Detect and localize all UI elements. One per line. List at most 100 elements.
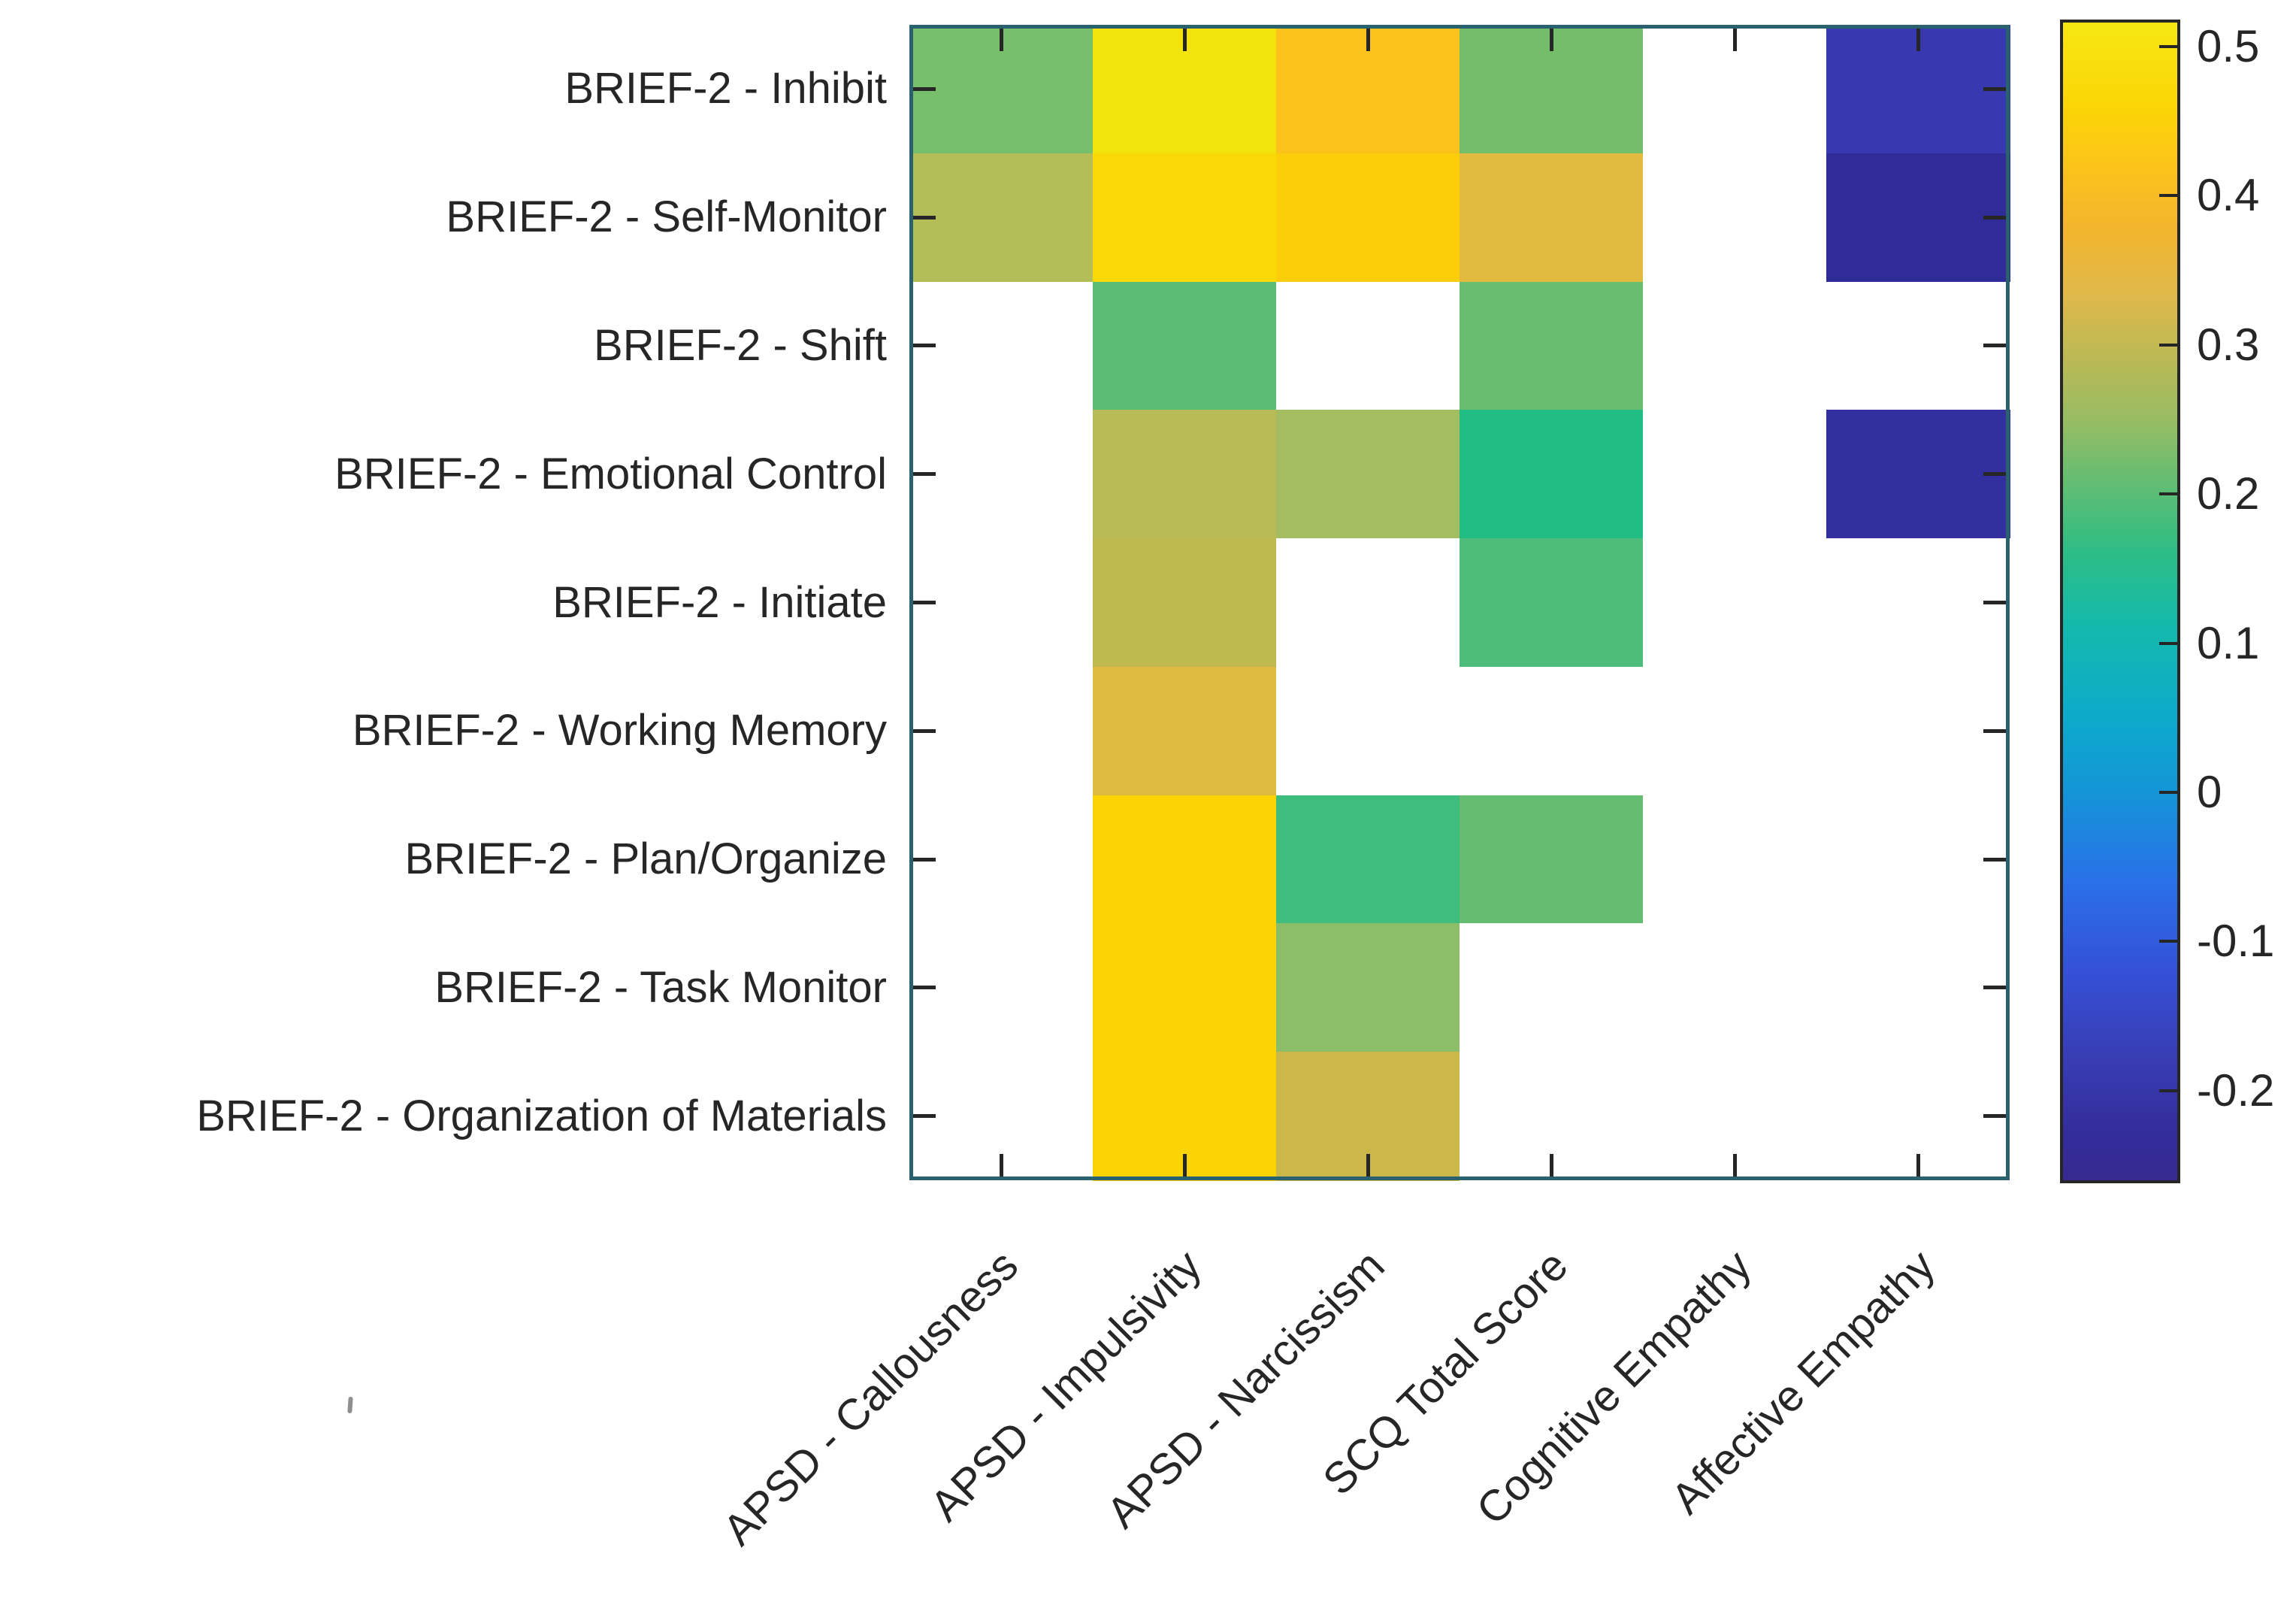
y-axis-label: BRIEF-2 - Inhibit <box>564 64 887 114</box>
heatmap-cell <box>1826 538 2010 668</box>
heatmap-cell <box>909 153 1094 283</box>
y-axis-label: BRIEF-2 - Self-Monitor <box>446 192 887 242</box>
x-tick-top <box>1549 29 1553 51</box>
colorbar-tick-label: 0.5 <box>2197 20 2260 71</box>
y-axis-label: BRIEF-2 - Organization of Materials <box>196 1091 887 1140</box>
heatmap-cell <box>1093 153 1277 283</box>
heatmap-cell <box>1093 281 1277 411</box>
heatmap-cell <box>1826 153 2010 283</box>
y-tick-left <box>913 857 936 862</box>
heatmap-cell <box>1276 923 1460 1053</box>
heatmap-cell <box>1093 538 1277 668</box>
colorbar-gradient <box>2063 23 2177 1180</box>
heatmap-cell <box>1643 281 1827 411</box>
colorbar-tick <box>2159 940 2177 943</box>
heatmap-cell <box>1826 281 2010 411</box>
heatmap-cell <box>1643 923 1827 1053</box>
y-tick-right <box>1983 215 2006 220</box>
y-tick-right <box>1983 857 2006 862</box>
colorbar-tick-label: 0 <box>2197 767 2222 818</box>
heatmap-cell <box>1826 923 2010 1053</box>
heatmap-cell <box>1460 538 1644 668</box>
heatmap-cell <box>1276 410 1460 540</box>
heatmap-cell <box>1826 410 2010 540</box>
colorbar-tick <box>2159 492 2177 496</box>
x-tick-top <box>1366 29 1370 51</box>
y-axis-label: BRIEF-2 - Emotional Control <box>334 449 887 498</box>
colorbar-tick <box>2159 641 2177 645</box>
heatmap-cell <box>909 538 1094 668</box>
x-tick-top <box>1182 29 1187 51</box>
heatmap-cell <box>1826 795 2010 925</box>
x-tick-bottom <box>999 1154 1003 1176</box>
heatmap-cell <box>1460 410 1644 540</box>
heatmap-cell <box>1276 153 1460 283</box>
colorbar-tick-label: 0.2 <box>2197 468 2260 519</box>
colorbar-tick <box>2159 44 2177 48</box>
heatmap-cell <box>1643 795 1827 925</box>
heatmap-cell <box>1093 795 1277 925</box>
x-tick-bottom <box>1366 1154 1370 1176</box>
y-tick-right <box>1983 86 2006 91</box>
heatmap-cell <box>1460 153 1644 283</box>
x-tick-bottom <box>1916 1154 1920 1176</box>
y-axis-label: BRIEF-2 - Shift <box>594 320 887 370</box>
heatmap-cell <box>1276 666 1460 796</box>
x-tick-top <box>999 29 1003 51</box>
y-tick-left <box>913 344 936 348</box>
y-tick-right <box>1983 1114 2006 1119</box>
x-tick-bottom <box>1182 1154 1187 1176</box>
y-tick-right <box>1983 986 2006 990</box>
y-tick-left <box>913 86 936 91</box>
colorbar-tick <box>2159 791 2177 795</box>
heatmap-cell <box>909 795 1094 925</box>
y-tick-left <box>913 215 936 220</box>
heatmap-cell <box>909 923 1094 1053</box>
colorbar-tick-label: 0.1 <box>2197 617 2260 668</box>
heatmap-cell <box>1460 666 1644 796</box>
stray-mark <box>347 1396 353 1414</box>
colorbar-tick <box>2159 194 2177 198</box>
heatmap-cell <box>1643 538 1827 668</box>
colorbar-tick-label: 0.3 <box>2197 319 2260 370</box>
x-tick-top <box>1916 29 1920 51</box>
heatmap-cell <box>1460 795 1644 925</box>
y-tick-right <box>1983 728 2006 733</box>
heatmap-cell <box>1643 666 1827 796</box>
y-tick-right <box>1983 344 2006 348</box>
colorbar-tick-label: 0.4 <box>2197 170 2260 221</box>
heatmap-cell <box>1826 666 2010 796</box>
y-tick-left <box>913 1114 936 1119</box>
heatmap-cell <box>1276 795 1460 925</box>
heatmap-cell <box>909 410 1094 540</box>
x-tick-bottom <box>1549 1154 1553 1176</box>
heatmap-cell <box>1643 153 1827 283</box>
heatmap-cell <box>1093 923 1277 1053</box>
y-tick-left <box>913 472 936 477</box>
y-tick-left <box>913 601 936 604</box>
y-tick-right <box>1983 472 2006 477</box>
y-axis-label: BRIEF-2 - Working Memory <box>352 706 887 756</box>
heatmap-cell <box>1276 281 1460 411</box>
heatmap-cell <box>1460 923 1644 1053</box>
heatmap-cell <box>1460 281 1644 411</box>
x-tick-bottom <box>1732 1154 1737 1176</box>
heatmap-cell <box>1643 410 1827 540</box>
colorbar <box>2060 20 2180 1183</box>
colorbar-tick-label: -0.2 <box>2197 1064 2275 1116</box>
x-tick-top <box>1732 29 1737 51</box>
heatmap-cell <box>909 666 1094 796</box>
colorbar-tick-label: -0.1 <box>2197 916 2275 967</box>
y-axis-label: BRIEF-2 - Initiate <box>552 577 887 627</box>
y-axis-label: BRIEF-2 - Plan/Organize <box>404 834 887 884</box>
colorbar-tick <box>2159 1089 2177 1092</box>
y-axis-label: BRIEF-2 - Task Monitor <box>434 962 887 1012</box>
heatmap-cell <box>909 281 1094 411</box>
colorbar-tick <box>2159 343 2177 347</box>
y-tick-left <box>913 986 936 990</box>
heatmap-cell <box>1093 410 1277 540</box>
heatmap-cell <box>1093 666 1277 796</box>
y-tick-right <box>1983 601 2006 604</box>
heatmap-cell <box>1276 538 1460 668</box>
